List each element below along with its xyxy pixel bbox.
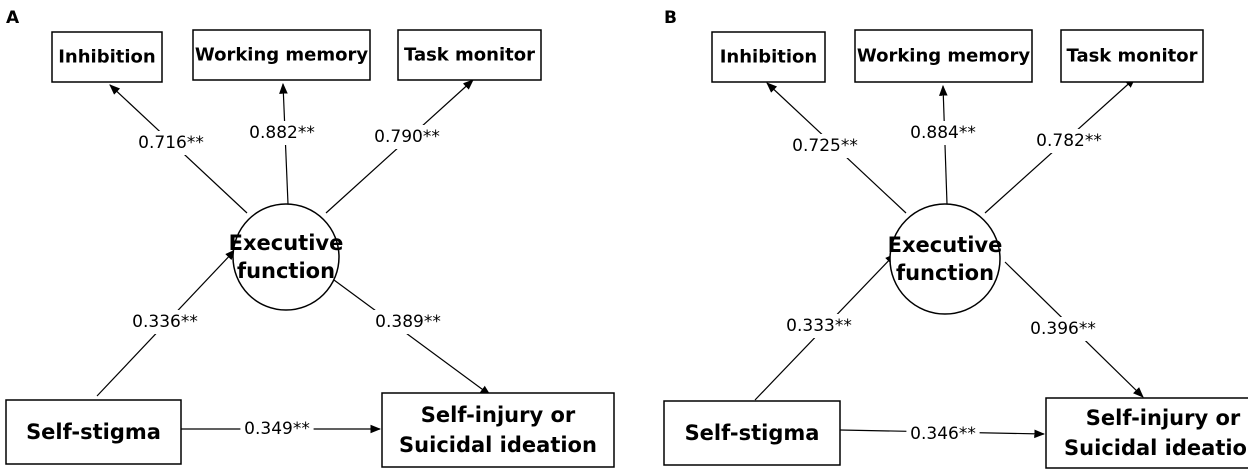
predictor-label: Self-stigma [26, 420, 161, 444]
path-c-coefficient: 0.346** [910, 424, 976, 444]
loading-coefficient: 0.782** [1036, 131, 1102, 151]
working-memory-box [854, 29, 1033, 83]
latent-label-line2: function [237, 259, 335, 283]
path-c-coefficient: 0.349** [244, 419, 310, 439]
path-a-coefficient: 0.333** [786, 316, 852, 336]
executive-function-circle [889, 203, 1001, 315]
loading-coefficient-background [906, 121, 980, 145]
loading-coefficient-background [788, 134, 862, 158]
latent-label-line1: Executive [888, 233, 1003, 257]
path-a-coefficient-background [128, 310, 202, 334]
self-stigma-box [5, 399, 182, 465]
loading-coefficient: 0.716** [138, 133, 204, 153]
panel-a: A Inhibition Working memory Task monitorExe… [5, 8, 615, 468]
path-c-coefficient-background [906, 422, 980, 446]
panel-label: B [664, 8, 677, 28]
self-stigma-box [663, 400, 841, 466]
indicator-label: Inhibition [58, 47, 156, 68]
task-monitor-box [1060, 29, 1204, 83]
indicator-label: Working memory [195, 45, 369, 66]
indicator-label: Working memory [857, 46, 1031, 67]
latent-label-line1: Executive [229, 231, 344, 255]
working-memory-box [192, 29, 371, 81]
task-monitor-box [397, 29, 542, 81]
executive-function-circle [232, 203, 340, 311]
loading-coefficient-background [1032, 129, 1106, 153]
loading-coefficient-background [370, 125, 444, 149]
loading-coefficient-background [134, 131, 208, 155]
loading-coefficient: 0.725** [792, 136, 858, 156]
path-a-coefficient-background [782, 314, 856, 338]
path-a-coefficient: 0.336** [132, 312, 198, 332]
outcome-label-line1: Self-injury or [421, 403, 576, 427]
indicator-label: Inhibition [720, 47, 818, 68]
path-c-coefficient-background [240, 417, 314, 441]
outcome-label-line2: Suicidal ideation [1064, 436, 1248, 460]
path-b-coefficient: 0.396** [1030, 319, 1096, 339]
outcome-box [1045, 397, 1248, 469]
loading-coefficient: 0.790** [374, 127, 440, 147]
outcome-label-line1: Self-injury or [1086, 406, 1241, 430]
indicator-label: Task monitor [404, 45, 535, 66]
panel-b: B Inhibition Working memory Task monitorExe… [663, 8, 1248, 469]
path-b-arrow [333, 279, 491, 396]
outcome-box [381, 392, 615, 468]
outcome-label-line2: Suicidal ideation [399, 433, 597, 457]
inhibition-box [711, 31, 826, 83]
loading-coefficient: 0.882** [249, 123, 315, 143]
panel-label: A [6, 8, 20, 28]
predictor-label: Self-stigma [685, 421, 820, 445]
latent-label-line2: function [896, 261, 994, 285]
loading-coefficient-background [245, 121, 319, 145]
indicator-label: Task monitor [1066, 46, 1197, 67]
loading-coefficient: 0.884** [910, 123, 976, 143]
path-b-coefficient-background [1026, 317, 1100, 341]
path-b-coefficient-background [371, 310, 445, 334]
path-b-coefficient: 0.389** [375, 312, 441, 332]
inhibition-box [51, 31, 163, 83]
